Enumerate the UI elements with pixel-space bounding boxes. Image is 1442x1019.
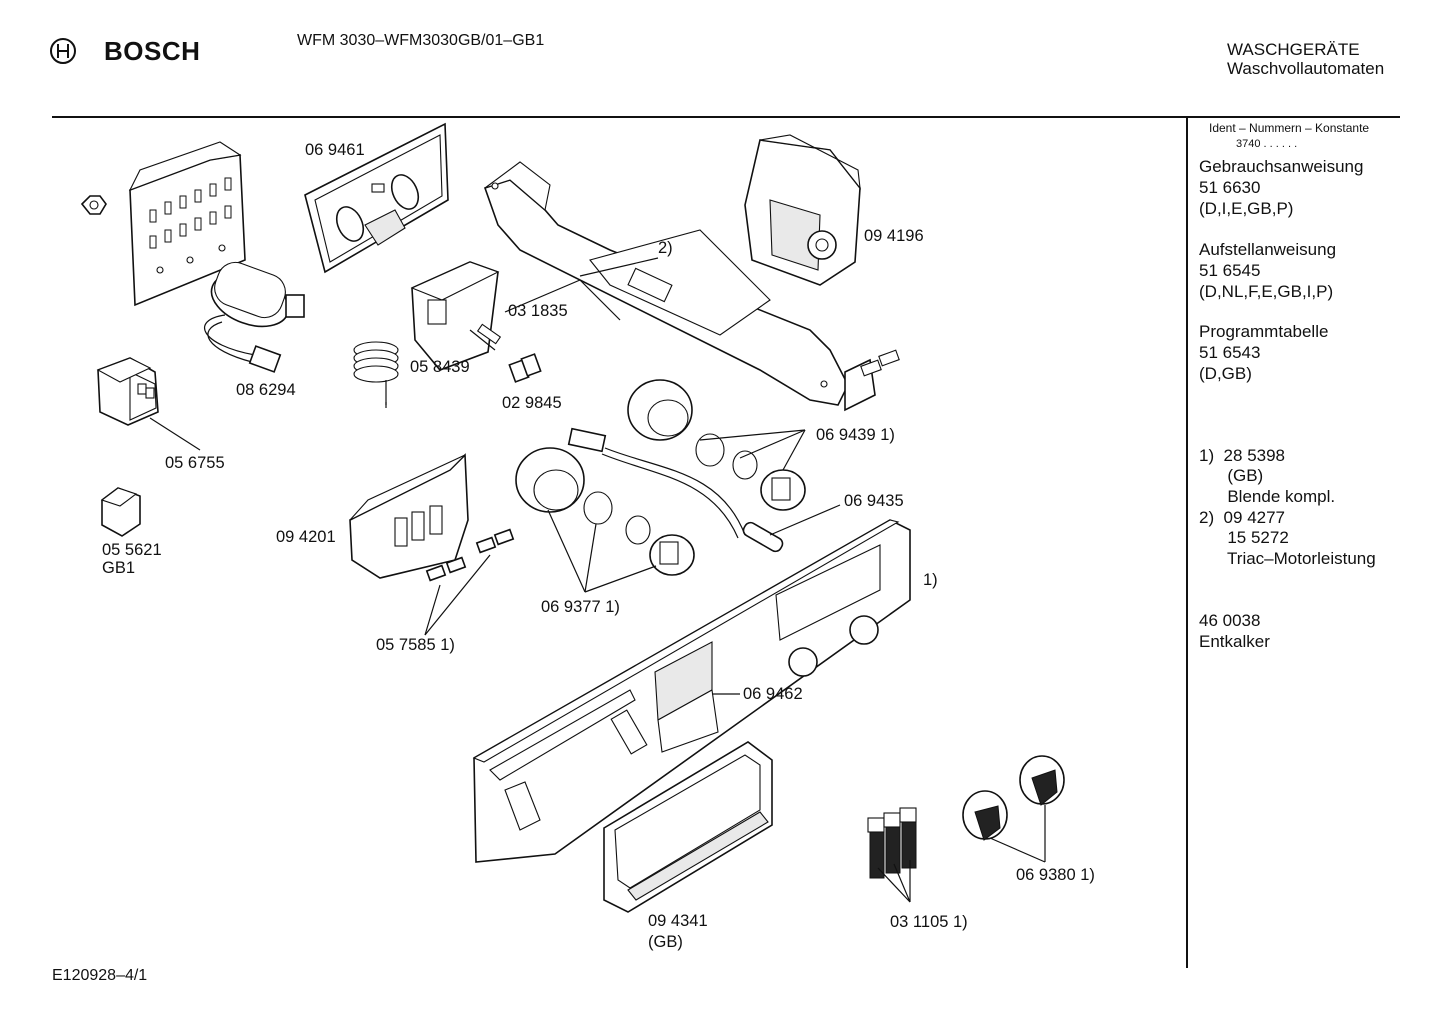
- category-line-2: Waschvollautomaten: [1227, 59, 1385, 78]
- note-line: Blende kompl.: [1199, 487, 1336, 506]
- nut-part: [80, 195, 107, 215]
- fascia-panel-part: [472, 519, 911, 863]
- doc-line: Gebrauchsanweisung: [1199, 157, 1364, 176]
- doc-line: 51 6630: [1199, 178, 1261, 197]
- doc-line: 51 6543: [1199, 343, 1261, 362]
- clips-part: [425, 528, 515, 582]
- electronic-board-part: [349, 453, 469, 579]
- category-line-1: WASCHGERÄTE: [1227, 40, 1360, 59]
- doc-line: Aufstellanweisung: [1199, 240, 1337, 259]
- part-label-086294: 08 6294: [236, 381, 296, 399]
- part-label-069380: 06 9380 1): [1016, 866, 1095, 884]
- lower-knob-part: [515, 447, 695, 576]
- extra-line: Entkalker: [1199, 632, 1270, 651]
- drawer-front-part: [603, 741, 773, 913]
- part-label-055621-variant: GB1: [102, 559, 136, 577]
- part-label-029845: 02 9845: [502, 394, 562, 412]
- doc-line: (D,GB): [1199, 364, 1252, 383]
- part-label-057585: 05 7585 1): [376, 636, 455, 654]
- part-label-094196: 09 4196: [864, 227, 924, 245]
- door-lock-switch-part: [410, 261, 502, 371]
- part-label-note-1: 1): [923, 571, 938, 589]
- part-label-069462: 06 9462: [743, 685, 803, 703]
- ident-title: Ident – Nummern – Konstante: [1209, 121, 1370, 135]
- relay-part: [100, 487, 141, 537]
- part-label-094341-variant: (GB): [648, 933, 683, 951]
- pcb-bracket-part: [483, 161, 900, 412]
- part-label-056755: 05 6755: [165, 454, 225, 472]
- part-label-069461: 06 9461: [305, 141, 365, 159]
- programmer-part: [744, 134, 861, 286]
- part-label-031105: 03 1105 1): [890, 913, 968, 931]
- extra-line: 46 0038: [1199, 611, 1261, 630]
- part-label-note-2: 2): [658, 239, 673, 257]
- push-buttons-part: [867, 807, 917, 879]
- part-label-055621: 05 5621: [102, 541, 162, 559]
- part-label-069435: 06 9435: [844, 492, 904, 510]
- bosch-logo-icon: [48, 36, 78, 66]
- doc-line: Programmtabelle: [1199, 322, 1329, 341]
- part-label-058439: 05 8439: [410, 358, 470, 376]
- doc-line: (D,NL,F,E,GB,I,P): [1199, 282, 1334, 301]
- note-line: 1) 28 5398: [1199, 446, 1286, 465]
- transformer-part: [96, 357, 159, 426]
- mounting-bracket-part: [128, 141, 246, 307]
- note-line: (GB): [1199, 466, 1264, 485]
- connector-part: [508, 353, 542, 383]
- part-label-094341: 09 4341: [648, 912, 708, 930]
- brand-name: BOSCH: [104, 36, 201, 66]
- coil-part: [353, 341, 399, 405]
- leader-lines: [149, 257, 1046, 903]
- part-label-069439: 06 9439 1): [816, 426, 895, 444]
- display-frame-part: [304, 122, 449, 274]
- part-label-094201: 09 4201: [276, 528, 336, 546]
- model-title: WFM 3030–WFM3030GB/01–GB1: [297, 32, 545, 49]
- part-label-031835: 03 1835: [508, 302, 568, 320]
- doc-line: (D,I,E,GB,P): [1199, 199, 1294, 218]
- doc-line: 51 6545: [1199, 261, 1261, 280]
- note-line: 2) 09 4277: [1199, 508, 1286, 527]
- upper-knob-part: [627, 379, 806, 511]
- indicator-lamp-part: [567, 427, 784, 553]
- footer-code: E120928–4/1: [52, 967, 148, 984]
- rotary-knobs-part: [962, 755, 1065, 841]
- note-line: Triac–Motorleistung: [1199, 549, 1376, 568]
- part-label-069377: 06 9377 1): [541, 598, 620, 616]
- capacitor-part: [204, 261, 305, 373]
- ident-value: 3740 . . . . . .: [1236, 138, 1298, 150]
- note-line: 15 5272: [1199, 528, 1289, 547]
